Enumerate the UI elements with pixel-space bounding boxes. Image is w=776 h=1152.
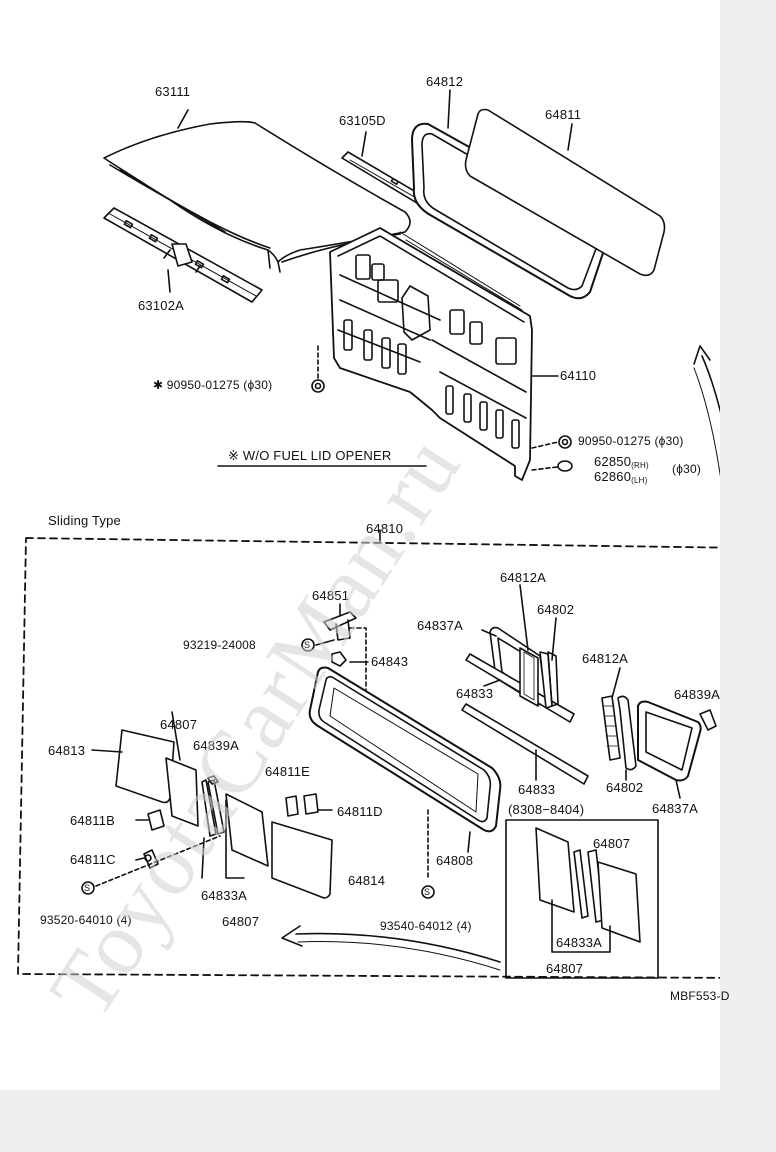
label-63105D: 63105D [339,113,386,128]
bracket-64851 [301,611,369,731]
s-mark-93540: S [424,887,431,897]
drawing-sheet: 63111 64812 63105D 64811 63102A 64110 ✱ … [0,0,729,1090]
leader-64811 [567,123,573,151]
note-mark: ※ [228,448,240,463]
label-64812A-right: 64812A [582,651,629,666]
quarter-window-right [601,695,717,782]
quarter-window-top-64837A [465,626,575,723]
label-64811: 64811 [545,107,582,122]
label-64811B: 64811B [70,813,116,828]
label-64837A-right: 64837A [652,801,699,816]
leader-63111 [177,109,189,129]
diagram-code: MBF553-D [670,989,730,1003]
leader-63102A [167,269,171,293]
back-glass-64811 [464,108,666,277]
leader-64812A-top [519,584,529,651]
leader-64837A-top [481,629,497,637]
label-62850-side: (RH) [631,461,649,470]
label-64839A-right: 64839A [674,687,721,702]
label-64811E: 64811E [265,764,311,779]
label-64833A-left: 64833A [201,888,248,903]
label-62850-number: 62850 [594,454,632,469]
leader-64833-a [483,679,501,687]
leader-64812A-right [611,667,621,699]
leader-64813 [91,749,123,753]
label-8308-8404: (8308−8404) [508,802,585,817]
label-64807-a: 64807 [160,717,198,732]
label-clip-right: 90950-01275 (ϕ30) [578,434,684,448]
label-64807-inset-b: 64807 [546,961,584,976]
sliding-type-box [17,537,720,979]
label-64807-left: 64807 [222,914,260,929]
label-64851: 64851 [312,588,350,603]
label-64802-right: 64802 [606,780,644,795]
upward-arrow [693,345,720,477]
label-62850: 62850(RH) [594,454,649,473]
label-plug-size: (ϕ30) [672,462,702,476]
label-64807-inset: 64807 [593,836,631,851]
label-93219: 93219-24008 [183,638,256,652]
parts-diagram [17,89,720,979]
leader-64807-a [171,711,181,761]
label-62860-number: 62860 [594,469,632,484]
label-64839A-left: 64839A [193,738,240,753]
roof-rail-63102A [103,207,263,303]
label-62860: 62860(LH) [594,469,648,488]
label-64811D: 64811D [337,804,383,819]
label-64813: 64813 [48,743,86,758]
fastener-symbol [421,885,435,899]
leader-63105D [361,131,367,157]
label-62860-side: (LH) [631,476,648,485]
label-clip-left: ✱ 90950-01275 (ϕ30) [153,378,273,392]
label-64837A-top: 64837A [417,618,464,633]
label-64810: 64810 [366,521,404,536]
label-64808: 64808 [436,853,474,868]
label-64802-top: 64802 [537,602,575,617]
weatherstrip-64812 [411,122,609,300]
label-64812: 64812 [426,74,464,89]
leader-64802-top [551,617,557,661]
back-panel-64110 [329,227,533,481]
s-mark-93520: S [84,883,91,893]
label-64812A-top: 64812A [500,570,547,585]
inset-parts [535,827,641,953]
left-hardware [81,793,333,895]
note-text: W/O FUEL LID OPENER [242,448,392,463]
leader-64837A-right [675,779,681,799]
label-63111: 63111 [155,84,191,99]
section-title: Sliding Type [48,513,121,528]
label-64814: 64814 [348,873,386,888]
leader-64812 [447,89,451,129]
label-64843: 64843 [371,654,409,669]
inset-box [505,819,659,979]
label-64110: 64110 [560,368,597,383]
leader-64808 [467,831,471,853]
label-63102A: 63102A [138,298,185,313]
sliding-frame-64808 [308,666,502,833]
quarter-window-left [115,729,333,899]
hole-plugs [311,345,573,472]
s-mark-93219: S [304,640,311,650]
lower-rail-64833 [461,703,589,785]
label-64833A-inset: 64833A [556,935,603,950]
roof-panel-63111 [103,120,411,273]
label-64833-b: 64833 [518,782,556,797]
label-93520: 93520-64010 (4) [40,913,132,927]
label-64811C: 64811C [70,852,116,867]
label-64833-a: 64833 [456,686,494,701]
label-93540: 93540-64012 (4) [380,919,472,933]
leftward-arrow [281,925,501,971]
note-fuel-lid: ※ W/O FUEL LID OPENER [228,448,391,463]
